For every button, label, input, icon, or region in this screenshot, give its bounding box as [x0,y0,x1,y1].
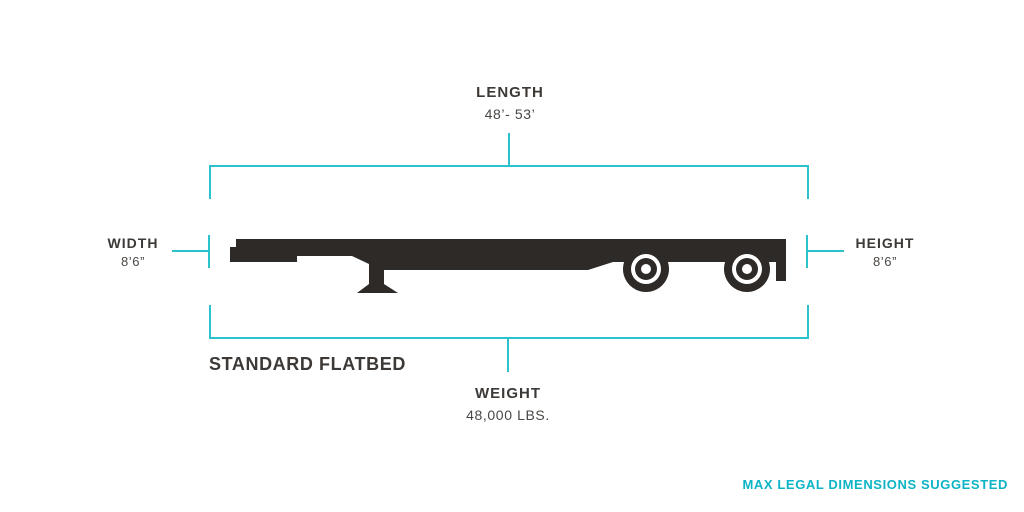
length-value: 48’- 53’ [484,105,536,122]
length-bracket [209,165,809,199]
weight-value: 48,000 LBS. [466,406,550,423]
footnote-text: MAX LEGAL DIMENSIONS SUGGESTED [742,477,1008,492]
width-dimension: WIDTH 8’6” [88,233,178,272]
width-value: 8’6” [120,254,146,270]
height-leader-line [808,250,844,252]
width-leader-line [172,250,209,252]
weight-label: WEIGHT [475,385,541,402]
height-label: HEIGHT [855,235,915,251]
weight-bracket [209,305,809,339]
weight-leader-line [507,339,509,372]
weight-dimension: WEIGHT 48,000 LBS. [408,383,608,425]
height-dimension: HEIGHT 8’6” [835,233,935,272]
trailer-body-shape [230,239,786,293]
length-leader-line [508,133,510,165]
width-label: WIDTH [107,235,159,251]
height-tick-line [806,235,808,268]
width-tick-line [208,235,210,268]
height-value: 8’6” [872,254,898,270]
diagram-title: STANDARD FLATBED [209,354,406,374]
length-dimension: LENGTH 48’- 53’ [410,82,610,124]
length-label: LENGTH [476,84,544,101]
